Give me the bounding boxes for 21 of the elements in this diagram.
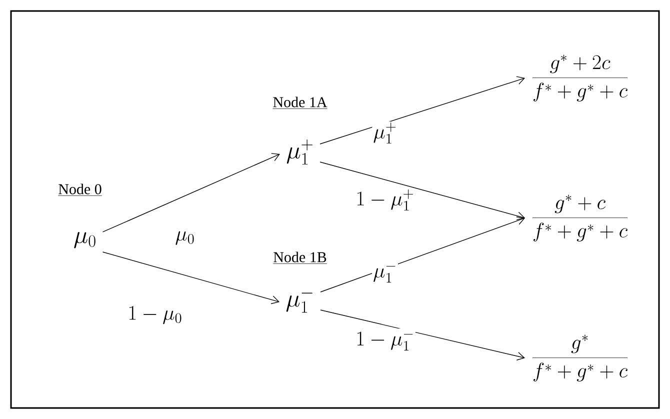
probability-value: $\mu_1^-$ [286, 292, 312, 313]
edge-label: $1 - \mu_1^-$ [354, 328, 416, 352]
node-heading: Node 1A [272, 96, 328, 109]
probability-value: $\frac{g^* + c}{f^* + g^* + c}$ [532, 194, 628, 242]
probability-value: $\mu_0$ [74, 232, 96, 248]
edge-label: $1 - \mu_0$ [126, 305, 184, 325]
probability-value: $\frac{g^*}{f^* + g^* + c}$ [532, 334, 628, 382]
node-heading: Node 0 [58, 184, 102, 196]
probability-value: $\mu_1^+$ [286, 140, 312, 164]
arrow [320, 216, 526, 292]
arrow [320, 310, 526, 360]
probability-value: $\frac{g^* + 2c}{f^* + g^* + c}$ [532, 54, 628, 102]
arrow [102, 252, 280, 304]
edge-label: $1 - \mu_1^+$ [354, 188, 416, 212]
node-heading: Node 1B [272, 252, 328, 264]
edge-label: $\mu_1^+$ [372, 122, 398, 144]
arrow [320, 76, 526, 144]
arrow [102, 153, 280, 232]
edge-label: $\mu_1^-$ [372, 260, 398, 284]
edge-label: $\mu_0$ [174, 230, 196, 246]
arrow [320, 162, 526, 220]
